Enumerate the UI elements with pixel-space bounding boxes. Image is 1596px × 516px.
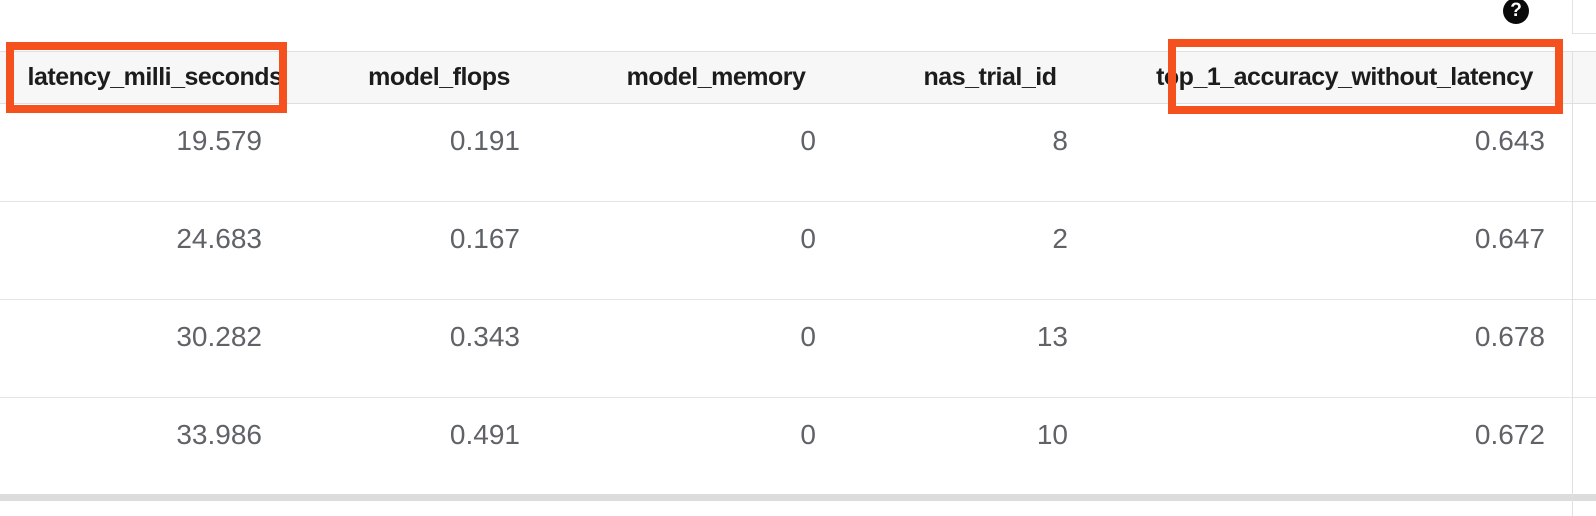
horizontal-scrollbar-track[interactable] bbox=[0, 494, 1596, 501]
cell-accuracy: 0.672 bbox=[1474, 419, 1545, 450]
cell-stub bbox=[1573, 398, 1596, 496]
cell-stub bbox=[1573, 104, 1596, 201]
cell-flops: 0.491 bbox=[449, 419, 520, 450]
cell-flops: 0.191 bbox=[449, 125, 520, 156]
cell-stub bbox=[1573, 300, 1596, 397]
cell-trial-id: 2 bbox=[1052, 223, 1068, 254]
cell-memory: 0 bbox=[800, 223, 816, 254]
cell-memory: 0 bbox=[800, 321, 816, 352]
table-row: 19.579 0.191 0 8 0.643 bbox=[0, 104, 1596, 202]
results-table: latency_milli_seconds model_flops model_… bbox=[0, 51, 1596, 496]
cell-accuracy: 0.643 bbox=[1474, 125, 1545, 156]
table-row: 24.683 0.167 0 2 0.647 bbox=[0, 202, 1596, 300]
next-column-border bbox=[1572, 51, 1573, 516]
cell-trial-id: 13 bbox=[1036, 321, 1068, 352]
cell-latency: 24.683 bbox=[176, 223, 262, 254]
cell-latency: 33.986 bbox=[176, 419, 262, 450]
column-header-stub bbox=[1573, 52, 1596, 103]
cell-accuracy: 0.647 bbox=[1474, 223, 1545, 254]
cell-stub bbox=[1573, 202, 1596, 299]
table-row: 33.986 0.491 0 10 0.672 bbox=[0, 398, 1596, 496]
cell-latency: 30.282 bbox=[176, 321, 262, 352]
cell-flops: 0.343 bbox=[449, 321, 520, 352]
cell-memory: 0 bbox=[800, 419, 816, 450]
column-header-top-1-accuracy-without-latency: top_1_accuracy_without_latency bbox=[1156, 63, 1533, 91]
table-row: 30.282 0.343 0 13 0.678 bbox=[0, 300, 1596, 398]
cell-trial-id: 10 bbox=[1036, 419, 1068, 450]
column-header-nas-trial-id: nas_trial_id bbox=[923, 63, 1057, 91]
cell-flops: 0.167 bbox=[449, 223, 520, 254]
column-header-model-flops: model_flops bbox=[368, 63, 510, 91]
column-header-latency-milli-seconds: latency_milli_seconds bbox=[27, 63, 283, 91]
table-header-row: latency_milli_seconds model_flops model_… bbox=[0, 51, 1596, 104]
cell-latency: 19.579 bbox=[176, 125, 262, 156]
cell-accuracy: 0.678 bbox=[1474, 321, 1545, 352]
cell-trial-id: 8 bbox=[1052, 125, 1068, 156]
panel-edge-vertical bbox=[1572, 0, 1573, 33]
cell-memory: 0 bbox=[800, 125, 816, 156]
help-icon[interactable]: ? bbox=[1503, 0, 1529, 24]
panel-edge-horizontal bbox=[1572, 33, 1596, 34]
column-header-model-memory: model_memory bbox=[626, 63, 806, 91]
